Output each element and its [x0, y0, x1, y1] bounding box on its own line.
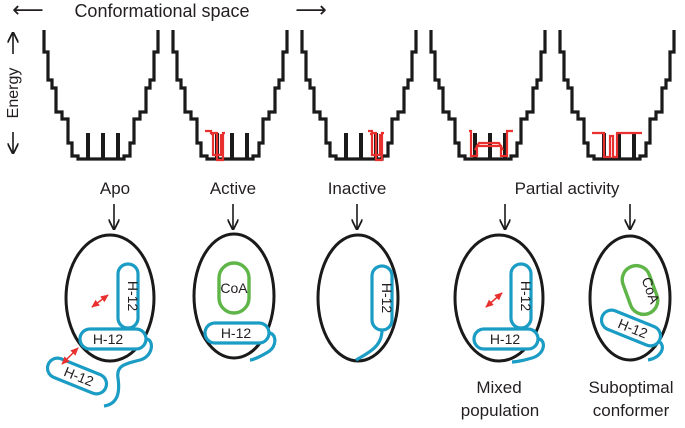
- state-label-partial: Partial activity: [515, 179, 620, 198]
- down-arrows: [114, 204, 630, 228]
- coactivator-peptide: [620, 263, 660, 317]
- svg-text:H-12: H-12: [221, 325, 252, 341]
- cell-mixed: H-12 H-12 Mixed population: [453, 233, 545, 420]
- landscape-mixed: [429, 28, 547, 161]
- receptor-body: [64, 233, 156, 363]
- cell-active: CoA H-12: [192, 232, 277, 362]
- landscape-active: [171, 28, 289, 162]
- equilibrium-arrow: [91, 294, 109, 308]
- state-label-inactive: Inactive: [328, 179, 387, 198]
- axis-left-arrow: ⟵: [12, 0, 44, 22]
- landscape-apo: [42, 28, 160, 161]
- receptor-body: [192, 232, 276, 360]
- receptor-body: [453, 233, 545, 363]
- caption-suboptimal-line2: conformer: [593, 401, 670, 420]
- axis-right-arrow: ⟶: [295, 0, 327, 22]
- coactivator-peptide: [217, 261, 251, 315]
- equilibrium-arrow: [61, 347, 79, 365]
- caption-mixed-line1: Mixed: [476, 378, 521, 397]
- state-label-apo: Apo: [100, 179, 130, 198]
- landscape-inactive: [300, 28, 418, 162]
- svg-text:H-12: H-12: [518, 281, 534, 312]
- conformational-space-axis: ⟵ Conformational space ⟶: [12, 0, 327, 22]
- caption-suboptimal-line1: Suboptimal: [588, 378, 673, 397]
- energy-label: Energy: [5, 68, 22, 119]
- receptor-body: [316, 233, 400, 363]
- cell-apo: H-12 H-12 H-12: [45, 233, 156, 408]
- landscape-suboptimal: [558, 28, 676, 161]
- state-label-active: Active: [210, 179, 256, 198]
- cell-inactive: H-12: [316, 233, 400, 363]
- energy-axis: Energy: [5, 34, 22, 152]
- cell-suboptimal: CoA H-12 Suboptimal conformer: [588, 234, 674, 420]
- svg-text:H-12: H-12: [490, 331, 521, 347]
- mixed-well-highlight: [469, 129, 513, 158]
- minimum-well: [86, 133, 120, 159]
- svg-text:CoA: CoA: [220, 280, 248, 296]
- helix-12: [599, 308, 663, 348]
- equilibrium-arrow: [485, 292, 503, 308]
- receptor-body: [588, 234, 672, 362]
- svg-text:H-12: H-12: [125, 281, 141, 312]
- shallow-well-highlight: [592, 131, 642, 159]
- stabilized-well-highlight: [205, 129, 225, 162]
- caption-mixed-line2: population: [461, 401, 539, 420]
- axis-title: Conformational space: [74, 1, 249, 21]
- helix-12-c: [45, 356, 109, 396]
- svg-text:H-12: H-12: [93, 331, 124, 347]
- stabilized-well-highlight: [368, 129, 384, 162]
- svg-text:H-12: H-12: [379, 283, 395, 314]
